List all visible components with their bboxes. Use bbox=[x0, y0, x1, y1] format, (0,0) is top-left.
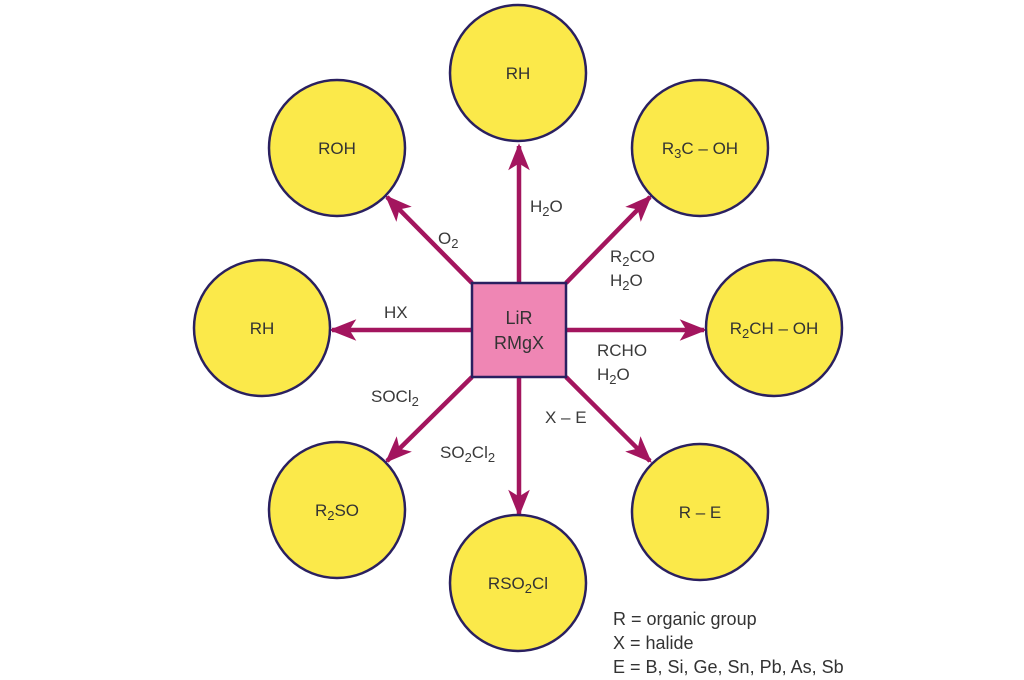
text-run: CH – OH bbox=[749, 319, 818, 338]
reagent-label-left-0: HX bbox=[384, 303, 408, 322]
subscript: 3 bbox=[674, 146, 681, 161]
product-circle-lower-right bbox=[630, 442, 770, 582]
text-run: CO bbox=[630, 247, 656, 266]
subscript: 2 bbox=[488, 450, 495, 465]
legend: R = organic group X = halide E = B, Si, … bbox=[613, 609, 844, 677]
text-run: Cl bbox=[532, 574, 548, 593]
text-run: Cl bbox=[472, 443, 488, 462]
text-run: RH bbox=[506, 64, 531, 83]
reagent-label-bottom-0: SO2Cl2 bbox=[440, 443, 495, 465]
product-label-lower-right: R – E bbox=[679, 503, 722, 522]
center-box bbox=[470, 281, 568, 379]
product-label-left: RH bbox=[250, 319, 275, 338]
product-circle-left bbox=[192, 258, 332, 398]
product-node-upper-right: R3C – OH bbox=[630, 78, 770, 218]
text-run: RSO bbox=[488, 574, 525, 593]
reagent-label-right-0: RCHO bbox=[597, 341, 647, 360]
text-run: R bbox=[662, 139, 674, 158]
subscript: 2 bbox=[622, 254, 629, 269]
product-label-upper-right: R3C – OH bbox=[662, 139, 738, 161]
product-node-lower-right: R – E bbox=[630, 442, 770, 582]
product-circle-upper-right bbox=[630, 78, 770, 218]
center-label-rmgx: RMgX bbox=[494, 333, 544, 353]
product-node-top: RH bbox=[448, 3, 588, 143]
subscript: 2 bbox=[622, 278, 629, 293]
product-node-bottom: RSO2Cl bbox=[448, 513, 588, 653]
text-run: HX bbox=[384, 303, 408, 322]
text-run: SOCl bbox=[371, 387, 412, 406]
text-run: O bbox=[550, 197, 563, 216]
text-run: H bbox=[597, 365, 609, 384]
arrows-layer bbox=[329, 143, 707, 517]
reagent-center-layer: LiR RMgX bbox=[470, 281, 568, 379]
center-label-lir: LiR bbox=[505, 308, 532, 328]
text-run: R bbox=[315, 501, 327, 520]
product-node-left: RH bbox=[192, 258, 332, 398]
reagent-label-lower-left-0: SOCl2 bbox=[371, 387, 419, 409]
product-circle-top bbox=[448, 3, 588, 143]
text-run: H bbox=[610, 271, 622, 290]
reagent-label-top-0: H2O bbox=[530, 197, 563, 219]
product-circle-bottom bbox=[448, 513, 588, 653]
legend-line-e: E = B, Si, Ge, Sn, Pb, As, Sb bbox=[613, 657, 844, 677]
text-run: RCHO bbox=[597, 341, 647, 360]
product-label-upper-left: ROH bbox=[318, 139, 356, 158]
product-circle-right bbox=[704, 258, 844, 398]
text-run: R bbox=[610, 247, 622, 266]
product-circle-lower-left bbox=[267, 440, 407, 580]
arrow-upper-left bbox=[385, 195, 474, 285]
text-run: R bbox=[730, 319, 742, 338]
text-run: O bbox=[630, 271, 643, 290]
reagent-label-upper-right-1: H2O bbox=[610, 271, 643, 293]
product-circle-upper-left bbox=[267, 78, 407, 218]
product-label-lower-left: R2SO bbox=[315, 501, 359, 523]
reagent-label-upper-left-0: O2 bbox=[438, 229, 458, 251]
text-run: C – OH bbox=[681, 139, 738, 158]
subscript: 2 bbox=[451, 236, 458, 251]
arrow-lower-right bbox=[564, 375, 652, 463]
subscript: 2 bbox=[542, 204, 549, 219]
text-run: O bbox=[617, 365, 630, 384]
legend-line-x: X = halide bbox=[613, 633, 694, 653]
text-run: R – E bbox=[679, 503, 722, 522]
product-node-lower-left: R2SO bbox=[267, 440, 407, 580]
text-run: ROH bbox=[318, 139, 356, 158]
arrow-lower-left bbox=[385, 375, 474, 463]
reagent-label-right-1: H2O bbox=[597, 365, 630, 387]
text-run: SO bbox=[334, 501, 359, 520]
subscript: 2 bbox=[412, 394, 419, 409]
subscript: 2 bbox=[525, 581, 532, 596]
subscript: 2 bbox=[465, 450, 472, 465]
text-run: O bbox=[438, 229, 451, 248]
arrow-upper-right bbox=[564, 195, 652, 285]
product-label-bottom: RSO2Cl bbox=[488, 574, 548, 596]
subscript: 2 bbox=[742, 326, 749, 341]
text-run: H bbox=[530, 197, 542, 216]
text-run: SO bbox=[440, 443, 465, 462]
reagent-label-upper-right-0: R2CO bbox=[610, 247, 655, 269]
text-run: X – E bbox=[545, 408, 587, 427]
subscript: 2 bbox=[609, 372, 616, 387]
product-node-upper-left: ROH bbox=[267, 78, 407, 218]
product-label-top: RH bbox=[506, 64, 531, 83]
legend-line-r: R = organic group bbox=[613, 609, 757, 629]
reagent-label-lower-right-0: X – E bbox=[545, 408, 587, 427]
subscript: 2 bbox=[327, 508, 334, 523]
product-node-right: R2CH – OH bbox=[704, 258, 844, 398]
product-label-right: R2CH – OH bbox=[730, 319, 818, 341]
text-run: RH bbox=[250, 319, 275, 338]
